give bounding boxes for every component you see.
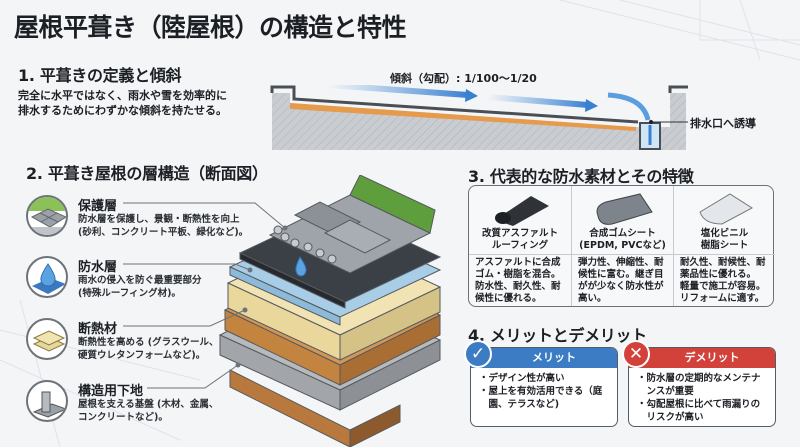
material-asphalt: 改質アスファルトルーフィング アスファルトに合成ゴム・樹脂を混合。防水性、耐久性… <box>469 186 571 306</box>
layer-title: 断熱材 <box>78 322 118 337</box>
layer-description: 屋根を支える基盤 (木材、金属、コンクリートなど)。 <box>78 399 219 423</box>
paving-icon <box>26 195 68 237</box>
layer-title: 構造用下地 <box>78 384 144 399</box>
layer-title: 防水層 <box>78 260 118 275</box>
demerit-list: ・防水層の定期的なメンテナ ンスが重要・勾配屋根に比べて雨漏りの リスクが高い <box>637 373 761 423</box>
text-line: 完全に水平ではなく、雨水や雪を効率的に <box>18 89 227 102</box>
merit-list: ・デザイン性が高い・屋上を有効活用できる（庭 園、テラスなど) <box>479 373 603 410</box>
material-name: 合成ゴムシート(EPDM, PVCなど) <box>579 228 666 251</box>
layer-title: 保護層 <box>78 199 118 214</box>
demerit-box: デメリット ・防水層の定期的なメンテナ ンスが重要・勾配屋根に比べて雨漏りの リ… <box>628 347 776 427</box>
material-pvc: 塩化ビニル樹脂シート 耐久性、耐候性、耐薬品性に優れる。軽量で施工が容易。リフォ… <box>673 186 775 306</box>
merit-label: メリット <box>471 348 617 368</box>
section1-heading: 1. 平葺きの定義と傾斜 <box>18 66 182 85</box>
layer-waterproof: 防水層 雨水の侵入を防ぐ最重要部分(特殊ルーフィング材)。 <box>26 256 286 316</box>
material-rubber: 合成ゴムシート(EPDM, PVCなど) 弾力性、伸縮性、耐候性に富む。継ぎ目が… <box>571 186 673 306</box>
material-description: 弾力性、伸縮性、耐候性に富む。継ぎ目がが少なく防水性が高い。 <box>572 254 673 307</box>
material-name: 改質アスファルトルーフィング <box>481 228 558 251</box>
material-description: 耐久性、耐候性、耐薬品性に優れる。軽量で施工が容易。リフォームに適す。 <box>674 254 775 307</box>
slope-label: 傾斜（勾配）: 1/100〜1/20 <box>390 72 537 85</box>
section3-heading: 3. 代表的な防水素材とその特徴 <box>468 167 694 186</box>
rubber-sheet-icon <box>596 193 653 225</box>
pvc-sheet-icon <box>699 193 753 225</box>
materials-table: 改質アスファルトルーフィング アスファルトに合成ゴム・樹脂を混合。防水性、耐久性… <box>468 185 775 307</box>
cross-icon: ✕ <box>622 340 650 368</box>
page-title: 屋根平葺き（陸屋根）の構造と特性 <box>14 13 407 42</box>
asphalt-roll-icon <box>495 196 549 226</box>
demerit-label: デメリット <box>629 348 775 368</box>
layer-insulation: 断熱材 断熱性を高める (グラスウール、硬質ウレタンフォームなど)。 <box>26 318 286 378</box>
section2-heading: 2. 平葺き屋根の層構造（断面図） <box>26 164 268 183</box>
layer-structure: 構造用下地 屋根を支える基盤 (木材、金属、コンクリートなど)。 <box>26 380 286 440</box>
slope-cross-section <box>270 85 688 150</box>
section4-heading: 4. メリットとデメリット <box>468 326 647 345</box>
insulation-icon <box>26 318 68 360</box>
layer-description: 断熱性を高める (グラスウール、硬質ウレタンフォームなど)。 <box>78 337 219 361</box>
water-drop-icon <box>26 256 68 298</box>
merit-box: メリット ・デザイン性が高い・屋上を有効活用できる（庭 園、テラスなど) <box>470 347 618 427</box>
roof-layer-cross-section <box>218 175 442 447</box>
material-name: 塩化ビニル樹脂シート <box>700 228 749 251</box>
section1-text: 完全に水平ではなく、雨水や雪を効率的に 排水するためにわずかな傾斜を持たせる。 <box>18 88 227 118</box>
text-line: 排水するためにわずかな傾斜を持たせる。 <box>18 104 227 117</box>
beam-icon <box>26 380 68 422</box>
protection-layer <box>268 175 436 274</box>
material-description: アスファルトに合成ゴム・樹脂を混合。防水性、耐久性、耐候性に優れる。 <box>469 254 571 307</box>
drain-label: 排水口へ誘導 <box>690 117 756 130</box>
check-icon: ✓ <box>464 340 492 368</box>
layer-description: 雨水の侵入を防ぐ最重要部分(特殊ルーフィング材)。 <box>78 275 202 299</box>
